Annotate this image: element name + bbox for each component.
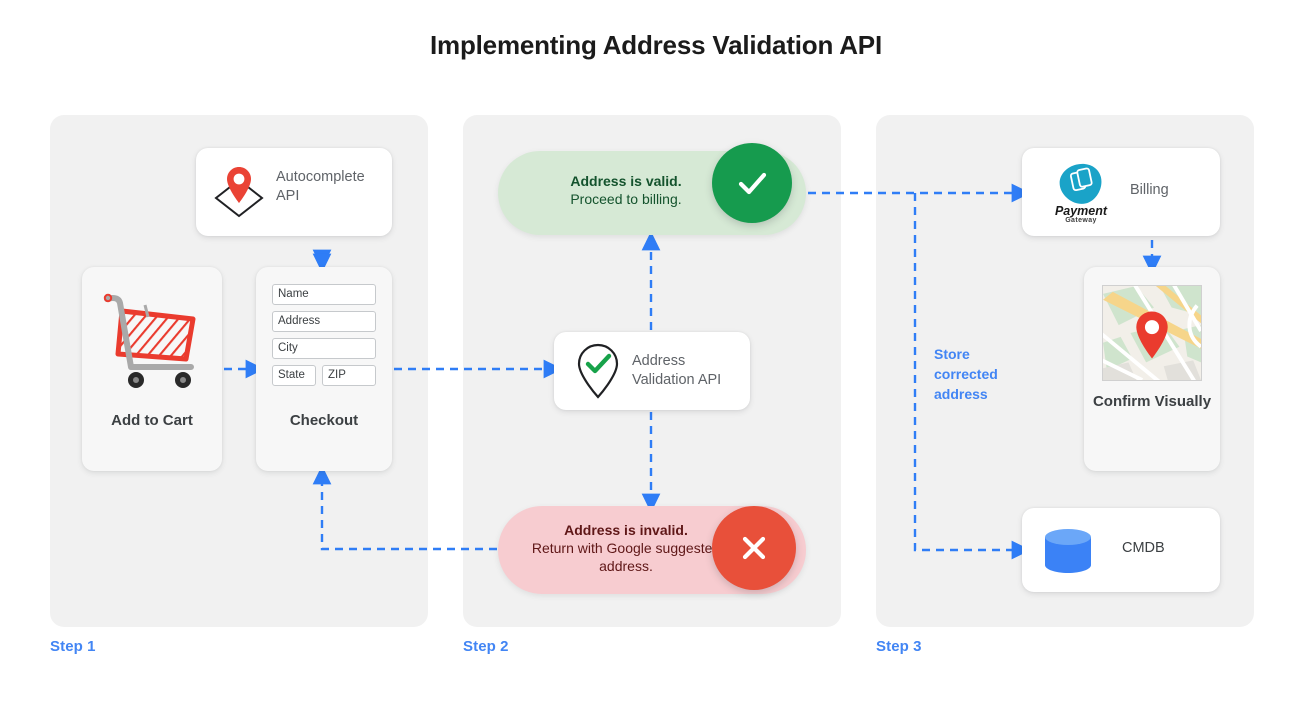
address-invalid-headline: Address is invalid.	[564, 522, 688, 538]
address-validation-api-label: Address Validation API	[632, 353, 722, 389]
zip-field[interactable]: ZIP	[322, 365, 376, 386]
cmdb-card[interactable]: CMDB	[1022, 508, 1220, 592]
address-valid-text: Address is valid. Proceed to billing.	[520, 173, 732, 209]
add-to-cart-caption: Add to Cart	[111, 412, 193, 429]
autocomplete-api-card[interactable]: Autocomplete API	[196, 148, 392, 236]
address-validation-api-card[interactable]: Address Validation API	[554, 332, 750, 410]
payment-logo-primary: Payment	[1055, 204, 1108, 218]
close-badge	[712, 506, 796, 590]
check-badge	[712, 143, 792, 223]
address-valid-headline: Address is valid.	[570, 173, 682, 189]
close-icon	[742, 536, 766, 560]
autocomplete-api-label: Autocomplete API	[276, 169, 365, 205]
database-icon	[1045, 529, 1091, 573]
map-pin-diamond-icon	[214, 167, 264, 218]
confirm-visually-card[interactable]: Confirm Visually	[1084, 267, 1220, 471]
address-invalid-pill[interactable]: Address is invalid. Return with Google s…	[498, 506, 806, 594]
map-thumbnail-icon	[1102, 285, 1202, 381]
address-field[interactable]: Address	[272, 311, 376, 332]
billing-card[interactable]: Payment Gateway Billing	[1022, 148, 1220, 236]
shopping-cart-icon	[103, 293, 196, 388]
payment-gateway-icon: Payment Gateway	[1055, 163, 1108, 224]
billing-label: Billing	[1130, 182, 1169, 198]
address-valid-detail: Proceed to billing.	[570, 190, 682, 207]
address-invalid-text: Address is invalid. Return with Google s…	[520, 522, 732, 576]
step-3-label: Step 3	[876, 638, 922, 655]
step-2-label: Step 2	[463, 638, 509, 655]
cmdb-label: CMDB	[1122, 540, 1165, 556]
checkout-caption: Checkout	[289, 412, 359, 429]
city-field[interactable]: City	[272, 338, 376, 359]
check-icon	[738, 172, 767, 195]
address-invalid-detail: Return with Google suggested address.	[531, 539, 721, 574]
payment-logo-secondary: Gateway	[1065, 217, 1097, 224]
add-to-cart-card[interactable]: Add to Cart	[82, 267, 222, 471]
checkout-card[interactable]: Name Address City State ZIP Checkout	[256, 267, 392, 471]
state-field[interactable]: State	[272, 365, 316, 386]
pin-check-icon	[577, 343, 619, 399]
store-corrected-address-note: Store corrected address	[934, 346, 998, 402]
step-1-label: Step 1	[50, 638, 96, 655]
name-field[interactable]: Name	[272, 284, 376, 305]
confirm-visually-caption: Confirm Visually	[1092, 393, 1212, 410]
page-title: Implementing Address Validation API	[430, 30, 882, 60]
address-valid-pill[interactable]: Address is valid. Proceed to billing.	[498, 143, 806, 235]
